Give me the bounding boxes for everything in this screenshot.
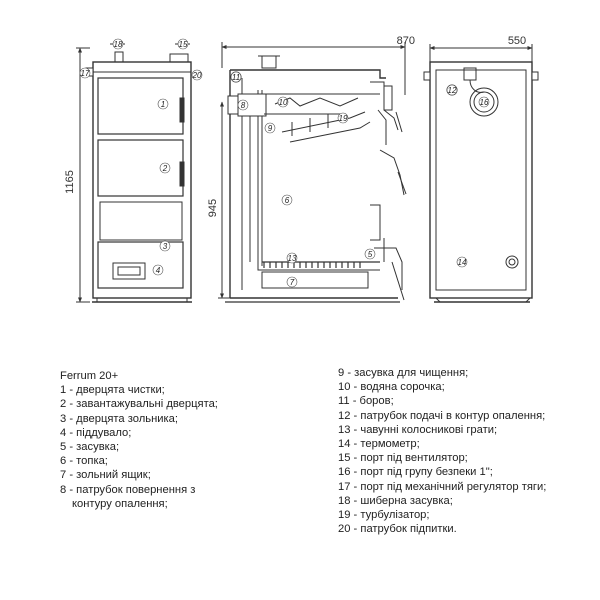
legend-item: 9 - засувка для чищення; xyxy=(338,367,469,379)
callout-5-marker: 5 xyxy=(364,248,376,260)
side-section-view xyxy=(218,42,407,303)
legend-item: 16 - порт під групу безпеки 1"; xyxy=(338,466,493,479)
callout-10-marker: 10 xyxy=(277,96,289,108)
callout-20-label: 20 xyxy=(192,71,202,80)
callout-1-marker: 1 xyxy=(157,98,169,110)
callout-14-label: 14 xyxy=(458,258,467,267)
callout-11-label: 11 xyxy=(232,73,240,82)
legend-item: 1 - дверцята чистки; xyxy=(60,384,165,397)
callout-4-marker: 4 xyxy=(152,264,164,276)
callout-15-marker: 15 xyxy=(177,38,189,50)
legend-item: 12 - патрубок подачі в контур опалення; xyxy=(338,409,546,422)
legend-item: 19 - турбулізатор; xyxy=(338,509,430,522)
height-inlet-dimension: 945 xyxy=(207,199,219,217)
width-dimension: 550 xyxy=(508,35,526,47)
legend-item: 6 - топка; xyxy=(60,455,108,468)
callout-15-label: 15 xyxy=(179,40,188,49)
legend-item: 10 - водяна сорочка; xyxy=(338,381,445,394)
callout-5-label: 5 xyxy=(368,250,373,259)
legend-item: 11 - боров; xyxy=(338,395,394,408)
callout-4-label: 4 xyxy=(156,266,161,275)
callout-18-marker: 18 xyxy=(112,38,124,50)
callout-9-marker: 9 xyxy=(264,122,276,134)
callout-6-marker: 6 xyxy=(281,194,293,206)
depth-dimension: 870 xyxy=(397,35,415,47)
callout-13-marker: 13 xyxy=(286,252,298,264)
legend-item: 17 - порт під механічний регулятор тяги; xyxy=(338,480,547,493)
callout-17-label: 17 xyxy=(81,69,90,78)
legend-item: 5 - засувка; xyxy=(60,441,120,454)
callout-9-label: 9 xyxy=(268,124,273,133)
legend-item: 13 - чавунні колосникові грати; xyxy=(338,423,498,436)
callout-11-marker: 11 xyxy=(230,71,242,83)
legend-item: 4 - піддувало; xyxy=(60,426,132,439)
callout-16-marker: 16 xyxy=(478,96,490,108)
front-view xyxy=(76,43,192,303)
callout-13-label: 13 xyxy=(288,254,297,263)
legend-left-column: Ferrum 20+ 1 - дверцята чистки; 2 - зава… xyxy=(60,369,218,511)
callout-14-marker: 14 xyxy=(456,256,468,268)
legend-item: 2 - завантажувальні дверцята; xyxy=(60,398,218,411)
callout-10-label: 10 xyxy=(279,98,288,107)
legend-item: 18 - шиберна засувка; xyxy=(338,494,453,507)
callout-3-marker: 3 xyxy=(159,240,171,252)
legend-item: 15 - порт під вентилятор; xyxy=(338,452,468,465)
callout-12-label: 12 xyxy=(448,86,457,95)
legend-item: 7 - зольний ящик; xyxy=(60,469,151,482)
callout-8-label: 8 xyxy=(241,101,246,110)
legend-item: 14 - термометр; xyxy=(338,438,420,451)
legend-item-continuation: контуру опалення; xyxy=(72,497,168,510)
legend-item: 8 - патрубок повернення з xyxy=(60,483,196,496)
callout-7-label: 7 xyxy=(290,278,295,287)
callout-6-label: 6 xyxy=(285,196,290,205)
rear-view xyxy=(423,44,539,303)
legend-title: Ferrum 20+ xyxy=(60,370,119,382)
callout-8-marker: 8 xyxy=(237,99,249,111)
legend-item: 20 - патрубок підпитки. xyxy=(338,523,457,536)
callout-19-label: 19 xyxy=(339,114,348,123)
callout-7-marker: 7 xyxy=(286,276,298,288)
boiler-technical-drawing: 1165 xyxy=(64,35,539,303)
callout-18-label: 18 xyxy=(114,40,123,49)
callout-2-label: 2 xyxy=(162,164,168,173)
callout-17-marker: 17 xyxy=(79,67,91,79)
callout-12-marker: 12 xyxy=(446,84,458,96)
callout-16-label: 16 xyxy=(480,98,489,107)
callout-1-label: 1 xyxy=(161,100,165,109)
height-total-dimension: 1165 xyxy=(64,170,76,194)
callout-20-marker: 20 xyxy=(192,69,203,81)
callout-2-marker: 2 xyxy=(159,162,171,174)
legend-right-column: 9 - засувка для чищення; 10 - водяна сор… xyxy=(338,366,546,536)
callout-19-marker: 19 xyxy=(337,112,349,124)
legend-item: 3 - дверцята зольника; xyxy=(60,412,178,425)
callout-3-label: 3 xyxy=(163,242,168,251)
